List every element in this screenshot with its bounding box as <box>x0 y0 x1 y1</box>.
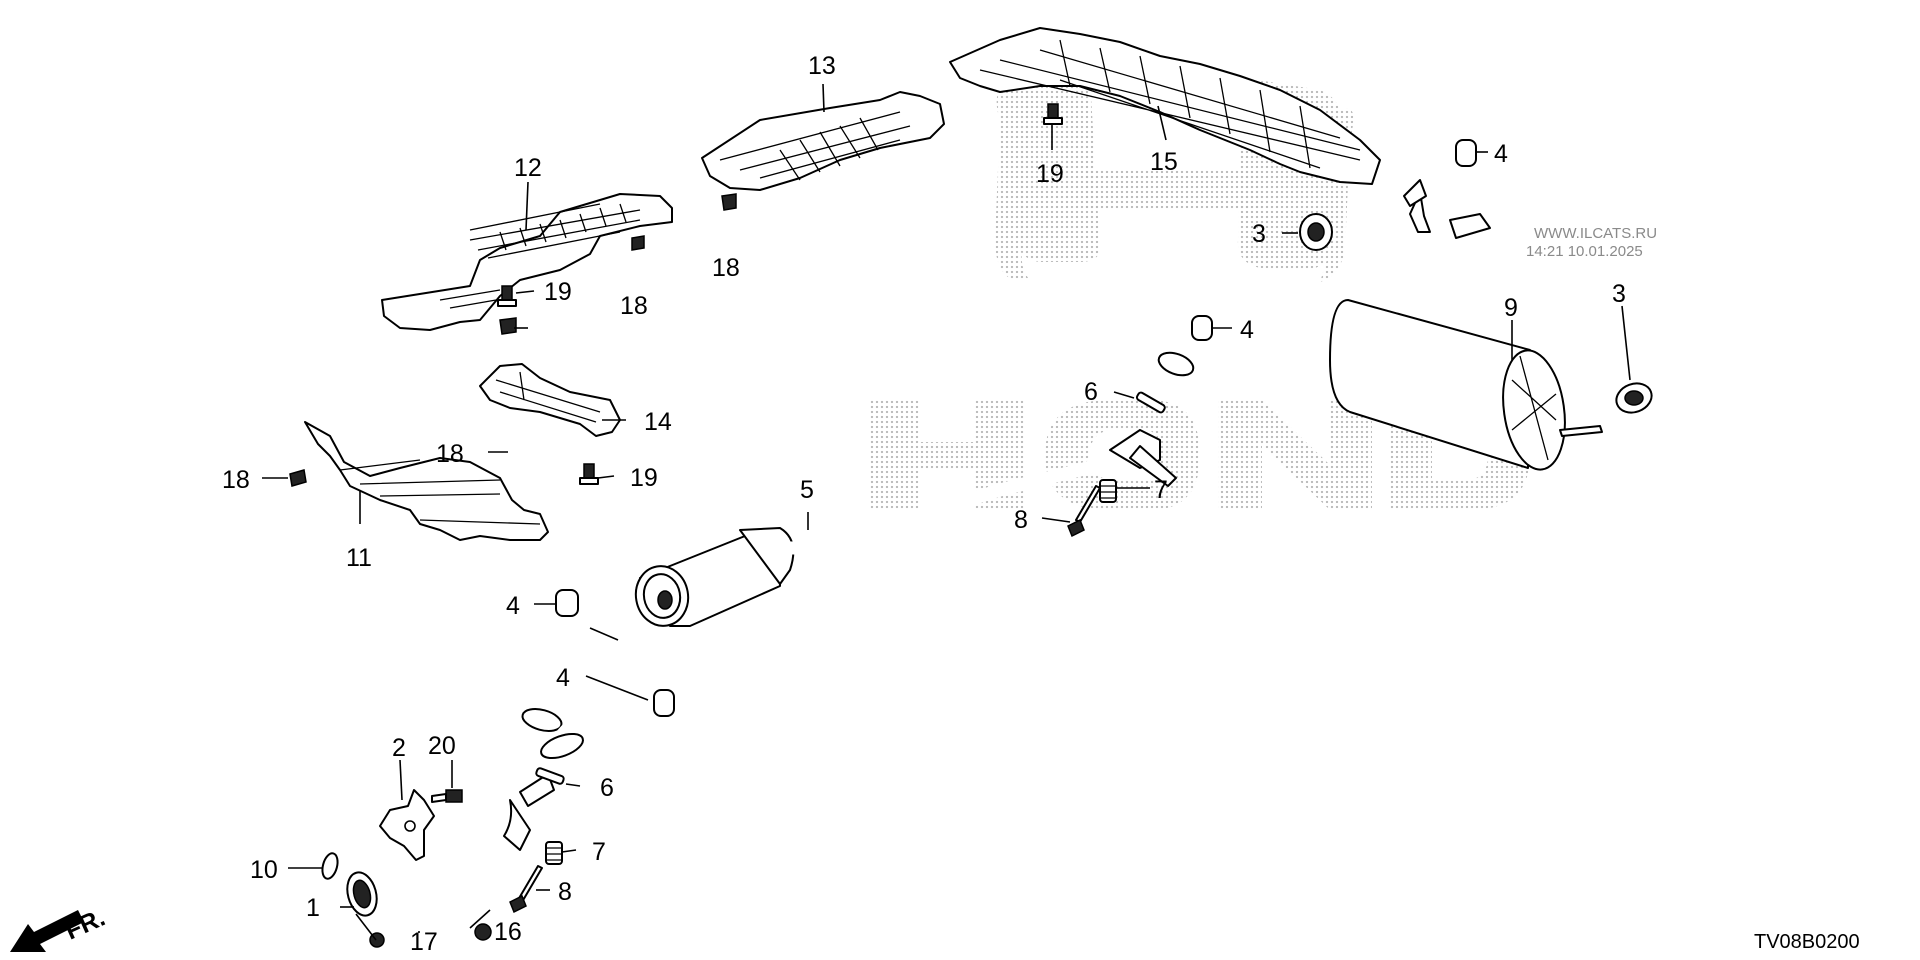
callout-4b: 4 <box>1240 316 1254 344</box>
callout-12: 12 <box>514 154 542 182</box>
front-direction-arrow: FR. <box>10 904 109 952</box>
callout-3b: 3 <box>1612 280 1626 308</box>
callout-18d: 18 <box>712 254 740 282</box>
watermark-timestamp: 14:21 10.01.2025 <box>1526 243 1643 260</box>
callout-10: 10 <box>250 856 278 884</box>
callout-7b: 7 <box>592 838 606 866</box>
mount-4b <box>1191 315 1213 341</box>
bolt-19c <box>1043 103 1063 125</box>
bolt-19a <box>497 285 517 307</box>
front-arrow-label: FR. <box>61 904 109 946</box>
callout-19a: 19 <box>544 278 572 306</box>
callout-6a: 6 <box>1084 378 1098 406</box>
callout-18c: 18 <box>620 292 648 320</box>
callout-7a: 7 <box>1154 476 1168 504</box>
callout-2: 2 <box>392 734 406 762</box>
callout-4a: 4 <box>1494 140 1508 168</box>
middle-pipe-5 <box>540 429 1177 760</box>
bolt-8a <box>1067 485 1101 538</box>
callout-16: 16 <box>494 918 522 946</box>
mount-4a <box>1455 139 1477 167</box>
callout-19c: 19 <box>1036 160 1064 188</box>
leader-lines <box>262 83 1631 941</box>
nut-18c <box>631 235 645 251</box>
bolt-8b <box>509 865 543 914</box>
heat-shield-11 <box>304 421 549 541</box>
nut-16 <box>474 923 492 941</box>
diagram-code: TV08B0200 <box>1754 931 1860 953</box>
callout-4d: 4 <box>556 664 570 692</box>
callout-labels: 1 2 3 3 4 4 4 4 5 6 6 7 7 8 8 9 10 11 12… <box>222 52 1626 956</box>
callout-19b: 19 <box>630 464 658 492</box>
callout-8a: 8 <box>1014 506 1028 534</box>
mount-4d <box>653 689 675 717</box>
nut-18d <box>721 193 737 211</box>
callout-1: 1 <box>306 894 320 922</box>
gasket-6b <box>535 767 565 785</box>
callout-11: 11 <box>346 544 372 572</box>
callout-13: 13 <box>808 52 836 80</box>
callout-8b: 8 <box>558 878 572 906</box>
mount-4c <box>555 589 579 617</box>
spring-7a <box>1099 479 1117 503</box>
mount-3b <box>1615 382 1653 414</box>
mount-3a <box>1299 213 1333 251</box>
callout-9: 9 <box>1504 294 1518 322</box>
nut-18b <box>499 317 517 335</box>
callout-18a: 18 <box>222 466 250 494</box>
watermark-site: WWW.ILCATS.RU <box>1534 225 1657 242</box>
bolt-19b <box>579 463 599 485</box>
heat-shield-12 <box>381 193 673 331</box>
gasket-6a <box>1135 391 1166 414</box>
callout-6b: 6 <box>600 774 614 802</box>
heat-shield-15 <box>949 27 1381 185</box>
callout-18b: 18 <box>436 440 464 468</box>
heat-shield-14 <box>479 363 621 437</box>
callout-17: 17 <box>410 928 438 956</box>
nut-18a <box>289 469 307 487</box>
bracket-2 <box>379 789 435 861</box>
callout-3a: 3 <box>1252 220 1266 248</box>
callout-4c: 4 <box>506 592 520 620</box>
callout-20: 20 <box>428 732 456 760</box>
gasket-10 <box>321 852 339 880</box>
spring-7b <box>545 841 563 865</box>
bolt-20 <box>431 789 463 803</box>
callout-14: 14 <box>644 408 672 436</box>
heat-shield-13 <box>701 91 945 191</box>
callout-5: 5 <box>800 476 814 504</box>
callout-15: 15 <box>1150 148 1178 176</box>
muffler-9 <box>1157 179 1603 471</box>
